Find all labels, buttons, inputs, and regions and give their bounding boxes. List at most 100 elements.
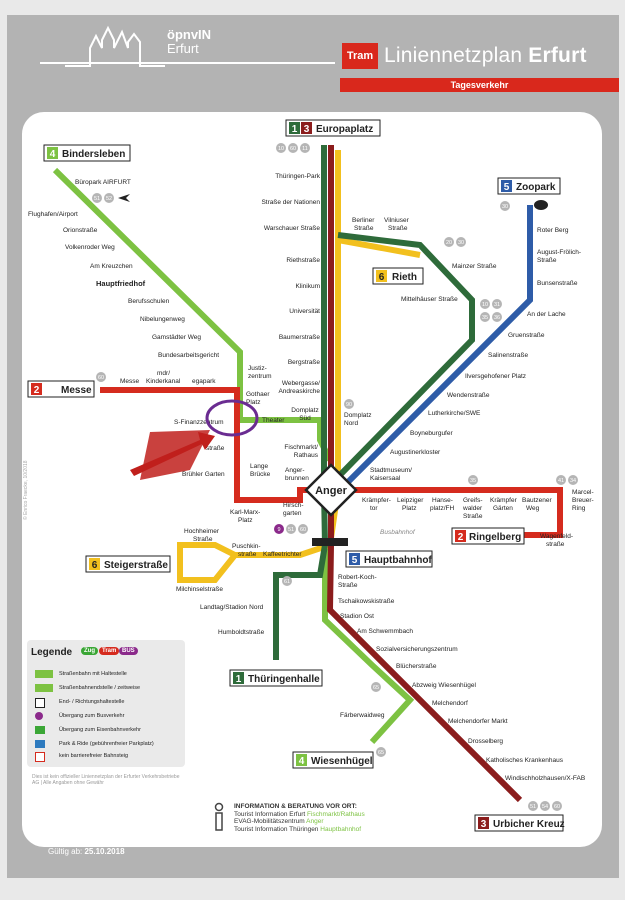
badge-line-4-num: 4 [50,149,56,160]
station-stadtmuseum: Stadtmuseum/ [370,467,412,474]
station-bruehler-garten: Brühler Garten [182,471,225,478]
bus-badge-urbicher-1: 51 [530,804,536,810]
station-gamstaedter-weg: Gamstädter Weg [152,334,201,341]
bus-badge-domplatz: 90 [346,402,352,408]
bus-badge-marcel-1: 41 [558,478,564,484]
annotation-arrow-shaft-icon [140,430,210,480]
terminus-wiesenhuegel [292,751,374,769]
header-bar [7,15,619,90]
station-domplatz-sued: Domplatz [291,407,318,414]
station-augustinerkloster: Augustinerkloster [390,449,441,456]
info-heading: INFORMATION & BERATUNG VOR ORT: [234,803,357,810]
station-melchendorf: Melchendorf [432,700,468,707]
station-am-schwemmbach: Am Schwemmbach [357,628,413,635]
station-lutherkirche: Lutherkirche/SWE [428,410,481,417]
station-labels: Thüringen-Park Straße der Nationen Warsc… [28,173,594,782]
line-6-rieth-route [337,237,421,258]
station-berufsschulen: Berufsschulen [128,298,170,305]
station-august-froelich-2: Straße [537,257,557,264]
bus-badge-mh-3: 35 [482,315,488,321]
bus-badge-wiesenhuegel: 65 [378,750,384,756]
station-bundesarbeitsgericht: Bundesarbeitsgericht [158,352,219,359]
terminus-urbicher-kreuz [474,814,564,832]
thueringenhalle-label: Thüringenhalle [248,674,320,685]
messe-label: Messe [61,385,92,396]
badge-line-4-wh-num: 4 [299,756,305,767]
legend-title: Legende [31,647,73,658]
station-karl-marx-platz: Karl-Marx- [230,509,260,516]
station-gruenstrasse: Gruenstraße [508,332,545,339]
line-4-route [52,167,333,462]
station-tschaikowskistrasse: Tschaikowskistraße [338,598,395,605]
line-4-south-route [322,545,415,745]
legend-row-6: Park & Ride (gebührenfreier Parkplatz) [59,741,154,747]
station-bueropark: Büropark AIRFURT [75,179,131,186]
info-line-2a: EVAG-Mobilitätszentrum [234,818,305,825]
terminus-bindersleben [43,144,131,162]
station-theater: Theater [262,417,285,424]
station-hirschgarten-2: garten [283,510,302,517]
legend-zug-badge: Zug [81,647,98,655]
badge-line-1-th [233,672,244,684]
bus-badges: 10 60 11 51 52 20 30 30 10 31 35 36 60 9… [92,143,578,811]
bindersleben-label: Bindersleben [62,149,125,160]
station-webergasse: Webergasse/ [282,380,320,387]
legend-row-1: Straßenbahn mit Haltestelle [59,671,127,677]
line-5-route [342,205,533,488]
badge-line-1-num: 1 [292,124,298,135]
station-hanseplatz-2: platz/FH [430,505,455,512]
station-ilversgehofener-platz: Ilversgehofener Platz [465,373,526,380]
hauptbahnhof-marker [312,538,348,546]
station-puschkinstrasse: Puschkin- [232,543,261,550]
badge-line-2 [31,383,42,395]
station-drosselberg: Drosselberg [468,738,503,745]
bus-badge-kaffeetrichter: 61 [284,579,290,585]
valid-from: Gültig ab: 25.10.2018 [48,847,125,856]
station-marcel-breuer-ring-2: Breuer- [572,497,594,504]
europaplatz-label: Europaplatz [316,124,373,135]
station-volkenroder-weg: Volkenroder Weg [65,244,115,251]
station-roter-berg: Roter Berg [537,227,569,234]
subtitle-bar: Tagesverkehr [340,78,619,92]
anger-label: Anger [315,485,348,497]
wiesenhuegel-label: Wiesenhügel [311,756,373,767]
rieth-label: Rieth [392,272,417,283]
station-stadion-ost: Stadion Ost [340,613,374,620]
station-justizzentrum-2: zentrum [248,373,271,380]
station-vilniuser-strasse-2: Straße [388,225,408,232]
station-flughafen: Flughafen/Airport [28,211,78,218]
anger-hub-marker [304,463,358,517]
station-faerberwaidweg: Färberwaidweg [340,712,385,719]
station-s-finanzzentrum: S-Finanzzentrum [174,419,224,426]
station-hanseplatz: Hanse- [432,497,453,504]
station-salinenstrasse: Salinenstraße [488,352,528,359]
station-kraempfer-garten: Krämpfer [490,497,518,504]
station-baumerstrasse: Baumerstraße [279,334,321,341]
bus-badge-hbf-3: 60 [300,527,306,533]
bus-badge-abzweig: 65 [373,685,379,691]
badge-line-5-num: 5 [504,182,510,193]
logo-top-text: öpnvIN [167,27,212,42]
station-am-kreuzchen: Am Kreuzchen [90,263,133,270]
badge-line-6 [376,270,387,282]
station-domplatz-sued-2: Süd [299,415,311,422]
station-angerbrunnen: Anger- [285,467,305,474]
badge-line-3 [301,122,312,134]
station-wagenfeldstrasse: Wagenfeld- [540,533,573,540]
station-busbahnhof: Busbahnhof [380,529,416,536]
urbicher-kreuz-label: Urbicher Kreuz [493,819,565,830]
city-skyline-logo-icon [65,25,165,67]
line-1-rieth-route [337,232,475,478]
station-bergstrasse: Bergstraße [288,359,321,366]
station-hochheimer-strasse: Hochheimer [184,528,220,535]
badge-line-6-num: 6 [379,272,385,283]
info-line-1b: Fischmarkt/Rathaus [306,810,365,818]
station-greifswalder-strasse-2: walder [462,505,483,512]
station-marcel-breuer-ring: Marcel- [572,489,594,496]
legend-row-4: Übergang zum Busverkehr [59,713,125,719]
legend-tram-line-icon [35,670,53,678]
annotation-circle [205,399,259,437]
station-vilniuser-strasse: Vilniuser [384,217,410,224]
bus-badge-bindersleben-2: 52 [106,196,112,202]
station-wagenfeldstrasse-2: straße [546,541,565,548]
